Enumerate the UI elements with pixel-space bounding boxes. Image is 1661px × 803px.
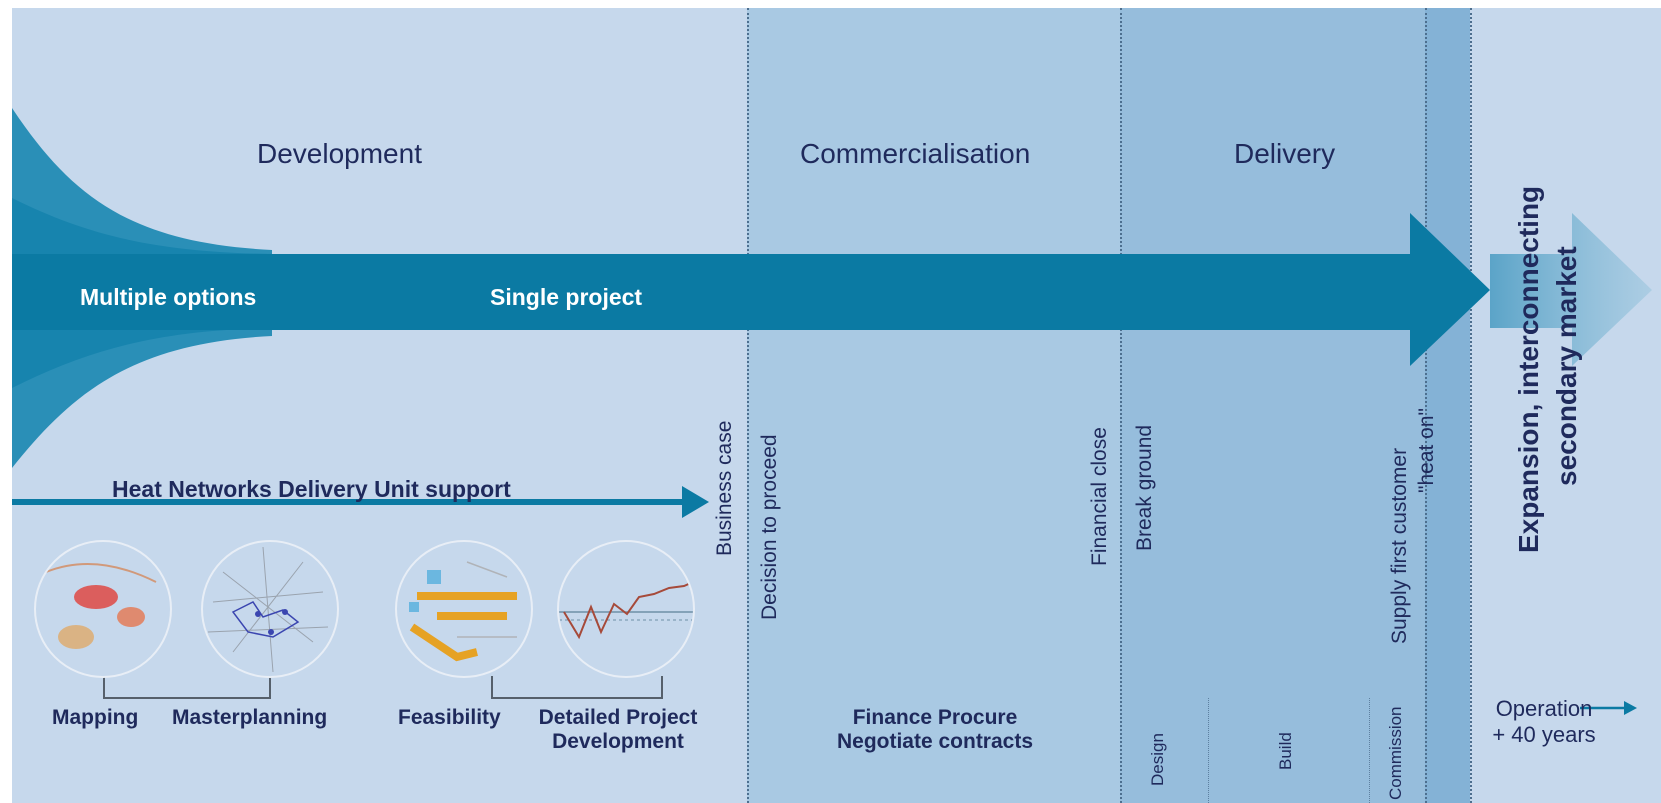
milestone-decision: Decision to proceed — [758, 434, 781, 620]
stage-mapping: Mapping — [52, 706, 139, 729]
milestone-supply-line2: "heat on" — [1415, 408, 1438, 493]
delivery-stage-commission: Commission — [1386, 706, 1405, 800]
stage-detailed-project: Detailed Project Development — [528, 706, 708, 754]
phase-delivery-title: Delivery — [1234, 138, 1336, 169]
operation-line2: + 40 years — [1492, 722, 1596, 747]
expansion-arrow — [1490, 213, 1652, 366]
divider-decision — [747, 8, 749, 803]
single-project-label: Single project — [490, 284, 643, 310]
milestone-break-ground: Break ground — [1133, 424, 1156, 551]
masterplanning-image — [201, 540, 339, 678]
expansion-band — [1470, 8, 1661, 803]
divider-build-commission — [1369, 698, 1370, 803]
support-arrow-head — [682, 486, 709, 518]
feasibility-image — [395, 540, 533, 678]
expansion-title-line1: Expansion, interconnecting — [1513, 185, 1544, 553]
handover-band — [1425, 8, 1470, 803]
mapping-image — [34, 540, 172, 678]
divider-operation — [1470, 8, 1472, 803]
support-label: Heat Networks Delivery Unit support — [112, 476, 511, 502]
lifecycle-diagram: Development Commercialisation Delivery M… — [12, 8, 1661, 803]
detailed-project-image — [557, 540, 695, 678]
multiple-options-label: Multiple options — [80, 284, 257, 310]
delivery-band — [1120, 8, 1425, 803]
milestone-financial-close: Financial close — [1088, 427, 1111, 566]
phase-commercialisation-title: Commercialisation — [800, 138, 1031, 169]
stage-detailed-line1: Detailed Project — [538, 706, 698, 729]
delivery-stage-design: Design — [1148, 733, 1167, 786]
milestone-business-case: Business case — [713, 420, 736, 556]
arrow-head — [1410, 213, 1490, 366]
milestone-supply-line1: Supply first customer — [1388, 447, 1411, 644]
stage-feasibility: Feasibility — [398, 706, 501, 729]
stage-masterplanning: Masterplanning — [172, 706, 328, 729]
tasks-line2: Negotiate contracts — [836, 730, 1034, 753]
expansion-title-line2: secondary market — [1551, 246, 1582, 486]
commercialisation-tasks: Finance Procure Negotiate contracts — [790, 706, 1080, 754]
divider-design-build — [1208, 698, 1209, 803]
divider-financial-close — [1120, 8, 1122, 803]
operation-label: Operation + 40 years — [1474, 696, 1614, 748]
divider-commission — [1425, 8, 1427, 803]
stage-detailed-line2: Development — [552, 730, 684, 753]
phase-development-title: Development — [257, 138, 422, 169]
operation-line1: Operation — [1495, 696, 1593, 721]
flow-arrow — [12, 108, 1652, 715]
delivery-stage-build: Build — [1276, 732, 1295, 770]
arrow-shaft — [12, 254, 1410, 330]
commercialisation-band — [747, 8, 1120, 803]
tasks-line1: Finance Procure — [852, 706, 1018, 729]
